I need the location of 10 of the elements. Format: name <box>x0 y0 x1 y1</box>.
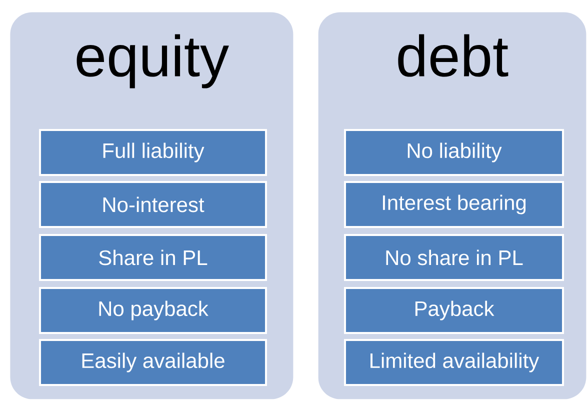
list-box: Limited availability <box>344 338 564 386</box>
list-box: No share in PL <box>344 234 564 281</box>
list-box: Payback <box>344 287 564 334</box>
list-box: Interest bearing <box>344 181 564 228</box>
list-box: No payback <box>39 287 267 334</box>
list-box: Share in PL <box>39 234 267 281</box>
list-box: Full liability <box>39 129 267 176</box>
list-box: No liability <box>344 129 564 176</box>
list-box: Easily available <box>39 338 267 386</box>
list-box: No-interest <box>39 181 267 228</box>
